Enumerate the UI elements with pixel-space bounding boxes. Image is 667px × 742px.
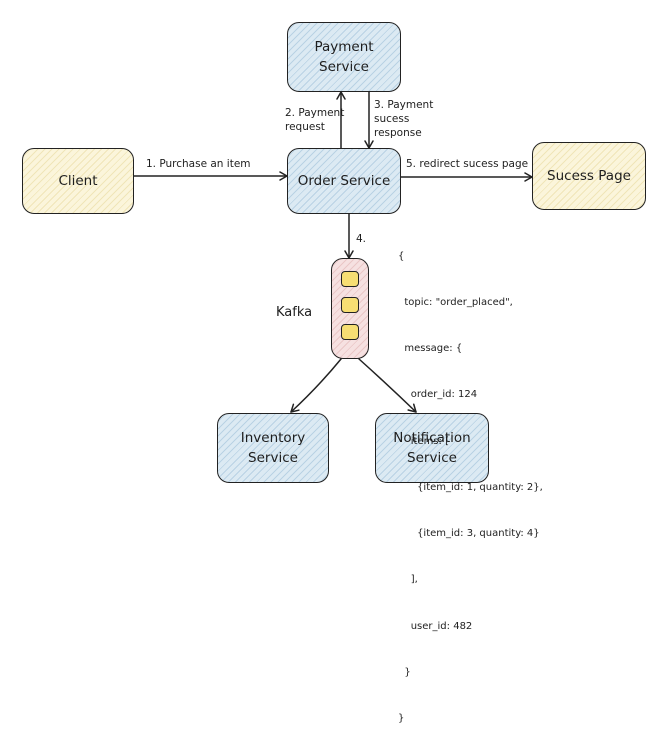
queue-message-1 [341,271,359,287]
purchase-edge-label: 1. Purchase an item [146,158,251,170]
arrow-kafka-to-inventory [290,358,342,413]
payload-line: message: { [398,343,463,355]
client-label: Client [58,173,98,189]
payment-response-line2: sucess [374,113,410,125]
payment-service-label-line1: Payment [314,39,374,55]
inventory-service-label-line2: Service [248,450,298,466]
connectors [133,91,533,413]
client-node: Client [22,148,134,214]
success-page-label: Sucess Page [547,168,631,184]
kafka-queue [331,258,369,359]
payload-line: topic: "order_placed", [398,297,513,309]
notification-service-label-line2: Service [407,450,457,466]
payload-line: order_id: 124 [398,389,478,401]
redirect-edge-label: 5. redirect sucess page [406,158,529,170]
notification-service-label-line1: Notification [393,430,471,446]
order-service-node: Order Service [287,148,401,214]
payload-line: {item_id: 1, quantity: 2}, [398,481,543,493]
payload-line: user_id: 482 [398,620,473,632]
queue-message-3 [341,324,359,340]
payload-line: ], [398,574,418,586]
payment-request-line1: 2. Payment [285,107,345,119]
payment-service-label-line2: Service [319,59,369,75]
inventory-service-node: Inventory Service [217,413,329,483]
queue-message-2 [341,297,359,313]
kafka-label: Kafka [276,305,313,320]
success-page-node: Sucess Page [532,142,646,210]
payload-line: items: [ [398,435,449,447]
order-service-label: Order Service [297,173,391,189]
payment-request-line2: request [285,121,325,133]
payload-line: } [398,713,405,724]
publish-edge-label: 4. [356,233,367,245]
arrow-kafka-to-notification [358,358,417,413]
payment-response-line3: response [374,127,422,139]
event-payload: { topic: "order_placed", message: { orde… [398,218,543,742]
payload-line: { [398,250,405,262]
payment-response-line1: 3. Payment [374,99,434,111]
notification-service-node: Notification Service [375,413,489,483]
payment-response-edge-label: 3. Payment sucess response [374,98,433,140]
payload-line: } [398,666,411,678]
payload-line: {item_id: 3, quantity: 4} [398,528,540,540]
payment-request-edge-label: 2. Payment request [285,106,344,134]
inventory-service-label-line1: Inventory [240,430,306,446]
payment-service-node: Payment Service [287,22,401,92]
